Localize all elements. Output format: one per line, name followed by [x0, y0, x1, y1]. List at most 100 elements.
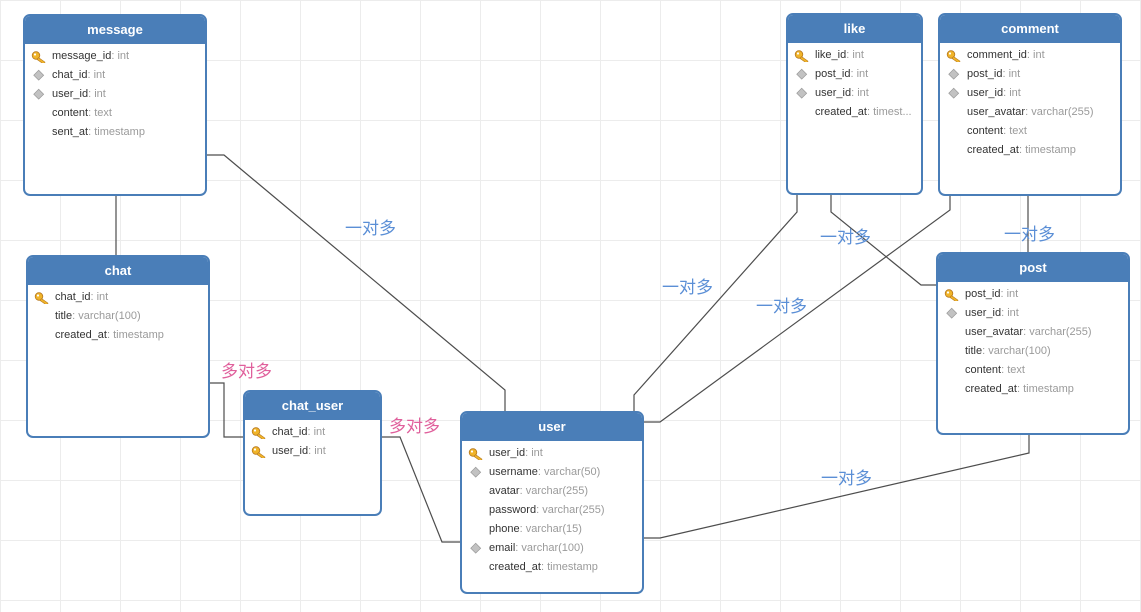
field-row[interactable]: message_id: int	[25, 47, 205, 66]
key-icon	[251, 426, 267, 441]
key-icon	[944, 288, 960, 303]
field-type: int	[531, 447, 543, 459]
field-name: comment_id	[967, 49, 1027, 61]
relation-label-message-user: 一对多	[345, 219, 396, 239]
field-row[interactable]: chat_id: int	[245, 423, 380, 442]
field-row[interactable]: like_id: int	[788, 46, 921, 65]
field-row[interactable]: user_id: int	[462, 444, 642, 463]
field-type: varchar(100)	[78, 310, 141, 322]
field-row[interactable]: created_at: timestamp	[28, 326, 208, 345]
link-chat-chat-user[interactable]	[209, 382, 244, 438]
field-row[interactable]: title: varchar(100)	[28, 307, 208, 326]
key-icon	[34, 291, 50, 306]
field-type: int	[857, 87, 869, 99]
field-type: varchar(255)	[1029, 326, 1092, 338]
field-row[interactable]: content: text	[25, 104, 205, 123]
field-row[interactable]: content: text	[940, 122, 1120, 141]
field-row[interactable]: email: varchar(100)	[462, 539, 642, 558]
field-name: title	[965, 345, 983, 357]
field-name: created_at	[965, 383, 1017, 395]
field-name: created_at	[489, 561, 541, 573]
table-title: like	[788, 15, 921, 43]
field-type: text	[1007, 364, 1025, 376]
field-row[interactable]: created_at: timestamp	[940, 141, 1120, 160]
field-type: int	[313, 426, 326, 438]
field-row[interactable]: content: text	[938, 361, 1128, 380]
field-name: user_id	[815, 87, 852, 99]
field-row[interactable]: phone: varchar(15)	[462, 520, 642, 539]
field-type: timestamp	[94, 126, 145, 138]
field-row[interactable]: avatar: varchar(255)	[462, 482, 642, 501]
link-like-user[interactable]	[633, 195, 798, 412]
field-row[interactable]: post_id: int	[938, 285, 1128, 304]
key-icon	[31, 50, 47, 65]
field-name: chat_id	[55, 291, 91, 303]
field-row[interactable]: comment_id: int	[940, 46, 1120, 65]
field-row[interactable]: created_at: timestamp	[462, 558, 642, 577]
field-type: timestamp	[547, 561, 598, 573]
field-row[interactable]: user_avatar: varchar(255)	[940, 103, 1120, 122]
key-icon	[946, 49, 962, 64]
field-type: int	[1007, 307, 1019, 319]
key-icon	[794, 49, 810, 64]
field-name: post_id	[815, 68, 851, 80]
field-row[interactable]: user_id: int	[788, 84, 921, 103]
link-comment-user[interactable]	[643, 196, 951, 423]
field-name: username	[489, 466, 538, 478]
relation-label-chat-chat-user: 多对多	[221, 362, 272, 382]
table-title: chat_user	[245, 392, 380, 420]
field-name: user_avatar	[967, 106, 1026, 118]
field-name: content	[965, 364, 1002, 376]
field-name: sent_at	[52, 126, 89, 138]
link-like-post[interactable]	[830, 195, 937, 286]
field-type: int	[1009, 87, 1021, 99]
field-name: user_id	[489, 447, 526, 459]
field-row[interactable]: user_id: int	[940, 84, 1120, 103]
field-name: created_at	[815, 106, 867, 118]
diamond-icon	[468, 466, 484, 479]
field-row[interactable]: user_id: int	[25, 85, 205, 104]
field-row[interactable]: user_id: int	[245, 442, 380, 461]
link-message-user[interactable]	[207, 154, 506, 412]
field-type: int	[1008, 68, 1021, 80]
field-type: int	[96, 291, 109, 303]
field-type: int	[852, 49, 864, 61]
table-title: message	[25, 16, 205, 44]
field-name: post_id	[965, 288, 1001, 300]
field-row[interactable]: password: varchar(255)	[462, 501, 642, 520]
field-type: varchar(100)	[988, 345, 1051, 357]
relation-label-comment-user: 一对多	[756, 297, 807, 317]
field-row[interactable]: chat_id: int	[28, 288, 208, 307]
field-name: user_id	[52, 88, 89, 100]
field-type: text	[94, 107, 112, 119]
link-chat-user-user[interactable]	[382, 436, 461, 543]
field-row[interactable]: chat_id: int	[25, 66, 205, 85]
field-row[interactable]: title: varchar(100)	[938, 342, 1128, 361]
field-row[interactable]: user_avatar: varchar(255)	[938, 323, 1128, 342]
field-row[interactable]: sent_at: timestamp	[25, 123, 205, 142]
link-post-user[interactable]	[643, 435, 1030, 539]
field-type: varchar(255)	[1031, 106, 1094, 118]
field-row[interactable]: created_at: timest...	[788, 103, 921, 122]
field-name: message_id	[52, 50, 112, 62]
field-type: timestamp	[113, 329, 164, 341]
field-row[interactable]: post_id: int	[788, 65, 921, 84]
field-name: chat_id	[272, 426, 308, 438]
field-row[interactable]: post_id: int	[940, 65, 1120, 84]
field-row[interactable]: username: varchar(50)	[462, 463, 642, 482]
field-row[interactable]: user_id: int	[938, 304, 1128, 323]
field-row[interactable]: created_at: timestamp	[938, 380, 1128, 399]
table-title: comment	[940, 15, 1120, 43]
